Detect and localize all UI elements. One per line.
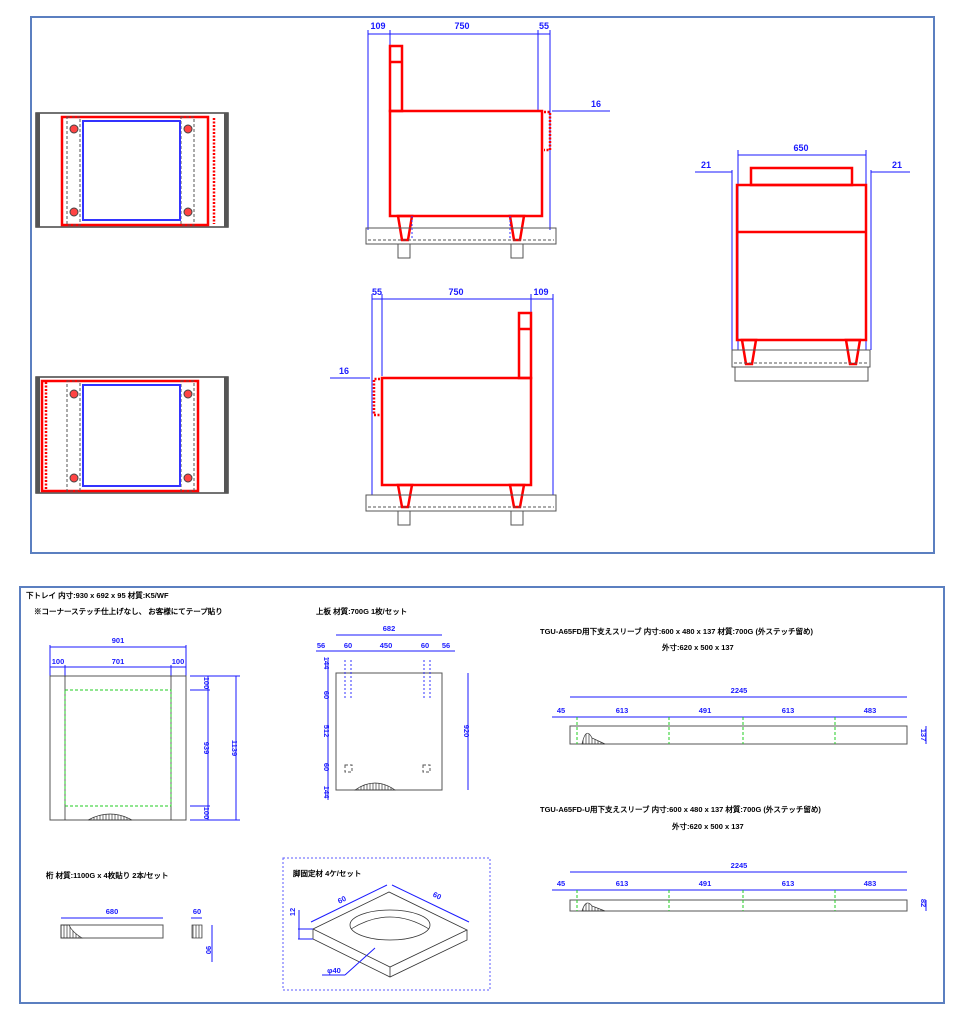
side-view-1: 109 750 55 16 xyxy=(365,21,610,259)
dim-2245: 2245 xyxy=(731,686,748,695)
sleeve-2-outer: 外寸:620 x 500 x 137 xyxy=(672,821,744,831)
sleeve-2-drawing: TGU-A65FD-U用下支えスリーブ 内寸:600 x 480 x 137 材… xyxy=(540,804,928,912)
dim-16: 16 xyxy=(339,366,349,376)
dim-seg: 45 xyxy=(557,706,565,715)
dim-1139: 1139 xyxy=(230,740,239,756)
dim-16: 16 xyxy=(591,99,601,109)
dim-109: 109 xyxy=(370,21,385,31)
dim-h-seg: 56 xyxy=(317,641,325,650)
dim-2245: 2245 xyxy=(731,861,748,870)
leg-fixture-title: 脚固定材 4ケ/セット xyxy=(293,868,361,878)
leg-fixture-drawing: 脚固定材 4ケ/セット 60 60 12 φ40 xyxy=(282,857,491,991)
dim-680: 680 xyxy=(106,907,119,916)
tray-title: 下トレイ 内寸:930 x 692 x 95 材質:K5/WF xyxy=(26,590,169,600)
sleeve-1-title: TGU-A65FD用下支えスリーブ 内寸:600 x 480 x 137 材質:… xyxy=(540,626,813,636)
dim-21-left: 21 xyxy=(701,160,711,170)
beam-drawing: 桁 材質:1100G x 4枚貼り 2本/セット 680 60 90 xyxy=(46,870,213,962)
tray-drawing: 下トレイ 内寸:930 x 692 x 95 材質:K5/WF ※コーナーステッ… xyxy=(26,590,240,821)
dim-682: 682 xyxy=(383,624,396,633)
dim-920: 920 xyxy=(462,725,471,738)
dim-seg: 483 xyxy=(864,706,877,715)
dim-650: 650 xyxy=(793,143,808,153)
front-view: 650 21 21 xyxy=(695,143,910,382)
dim-60-b: 60 xyxy=(431,890,442,902)
dim-seg: 613 xyxy=(782,879,795,888)
dim-100-right: 100 xyxy=(172,657,185,666)
dim-h-seg: 56 xyxy=(442,641,450,650)
dim-701: 701 xyxy=(112,657,125,666)
dim-seg: 613 xyxy=(616,706,629,715)
dim-v-seg: 60 xyxy=(322,691,331,699)
dim-seg: 613 xyxy=(616,879,629,888)
dim-seg: 483 xyxy=(864,879,877,888)
side-view-2: 55 750 109 16 xyxy=(330,287,557,526)
dim-750: 750 xyxy=(448,287,463,297)
dim-h-seg: 60 xyxy=(344,641,352,650)
dim-939: 939 xyxy=(202,742,211,755)
bottom-panel: 下トレイ 内寸:930 x 692 x 95 材質:K5/WF ※コーナーステッ… xyxy=(19,586,945,1004)
dim-109: 109 xyxy=(533,287,548,297)
top-board-title: 上板 材質:700G 1枚/セット xyxy=(316,606,407,616)
dim-750: 750 xyxy=(454,21,469,31)
dim-seg: 45 xyxy=(557,879,565,888)
dim-v-seg: 144 xyxy=(322,657,331,670)
dim-v-seg: 512 xyxy=(322,725,331,738)
top-panel: 109 750 55 16 55 750 109 16 xyxy=(30,16,935,554)
tray-note: ※コーナーステッチ仕上げなし、 お客様にてテープ貼り xyxy=(34,606,223,616)
dim-seg: 613 xyxy=(782,706,795,715)
top-board-drawing: 上板 材質:700G 1枚/セット 682 56 60 450 60 56 14… xyxy=(316,606,471,800)
dim-137: 137 xyxy=(919,729,928,742)
sleeve-1-drawing: TGU-A65FD用下支えスリーブ 内寸:600 x 480 x 137 材質:… xyxy=(540,626,928,745)
dim-100-left: 100 xyxy=(52,657,65,666)
dim-v-seg: 144 xyxy=(322,786,331,799)
dim-100-top: 100 xyxy=(202,677,211,690)
dim-21-right: 21 xyxy=(892,160,902,170)
dim-60: 60 xyxy=(193,907,201,916)
dim-seg: 491 xyxy=(699,706,712,715)
dim-h-seg: 60 xyxy=(421,641,429,650)
dim-55: 55 xyxy=(539,21,549,31)
dim-v-seg: 60 xyxy=(322,763,331,771)
sleeve-1-outer: 外寸:620 x 500 x 137 xyxy=(662,642,734,652)
dim-60-a: 60 xyxy=(336,894,347,906)
dim-90: 90 xyxy=(204,946,213,954)
sleeve-2-title: TGU-A65FD-U用下支えスリーブ 内寸:600 x 480 x 137 材… xyxy=(540,804,821,814)
dim-phi40: φ40 xyxy=(327,966,341,975)
dim-12: 12 xyxy=(288,908,297,916)
dim-55: 55 xyxy=(372,287,382,297)
beam-title: 桁 材質:1100G x 4枚貼り 2本/セット xyxy=(46,870,169,880)
dim-h-seg: 450 xyxy=(380,641,393,650)
dim-100-bottom: 100 xyxy=(202,807,211,820)
dim-82: 82 xyxy=(919,899,928,907)
dim-seg: 491 xyxy=(699,879,712,888)
plan-view-1 xyxy=(35,112,229,228)
plan-view-2 xyxy=(35,376,229,494)
dim-901: 901 xyxy=(112,636,125,645)
